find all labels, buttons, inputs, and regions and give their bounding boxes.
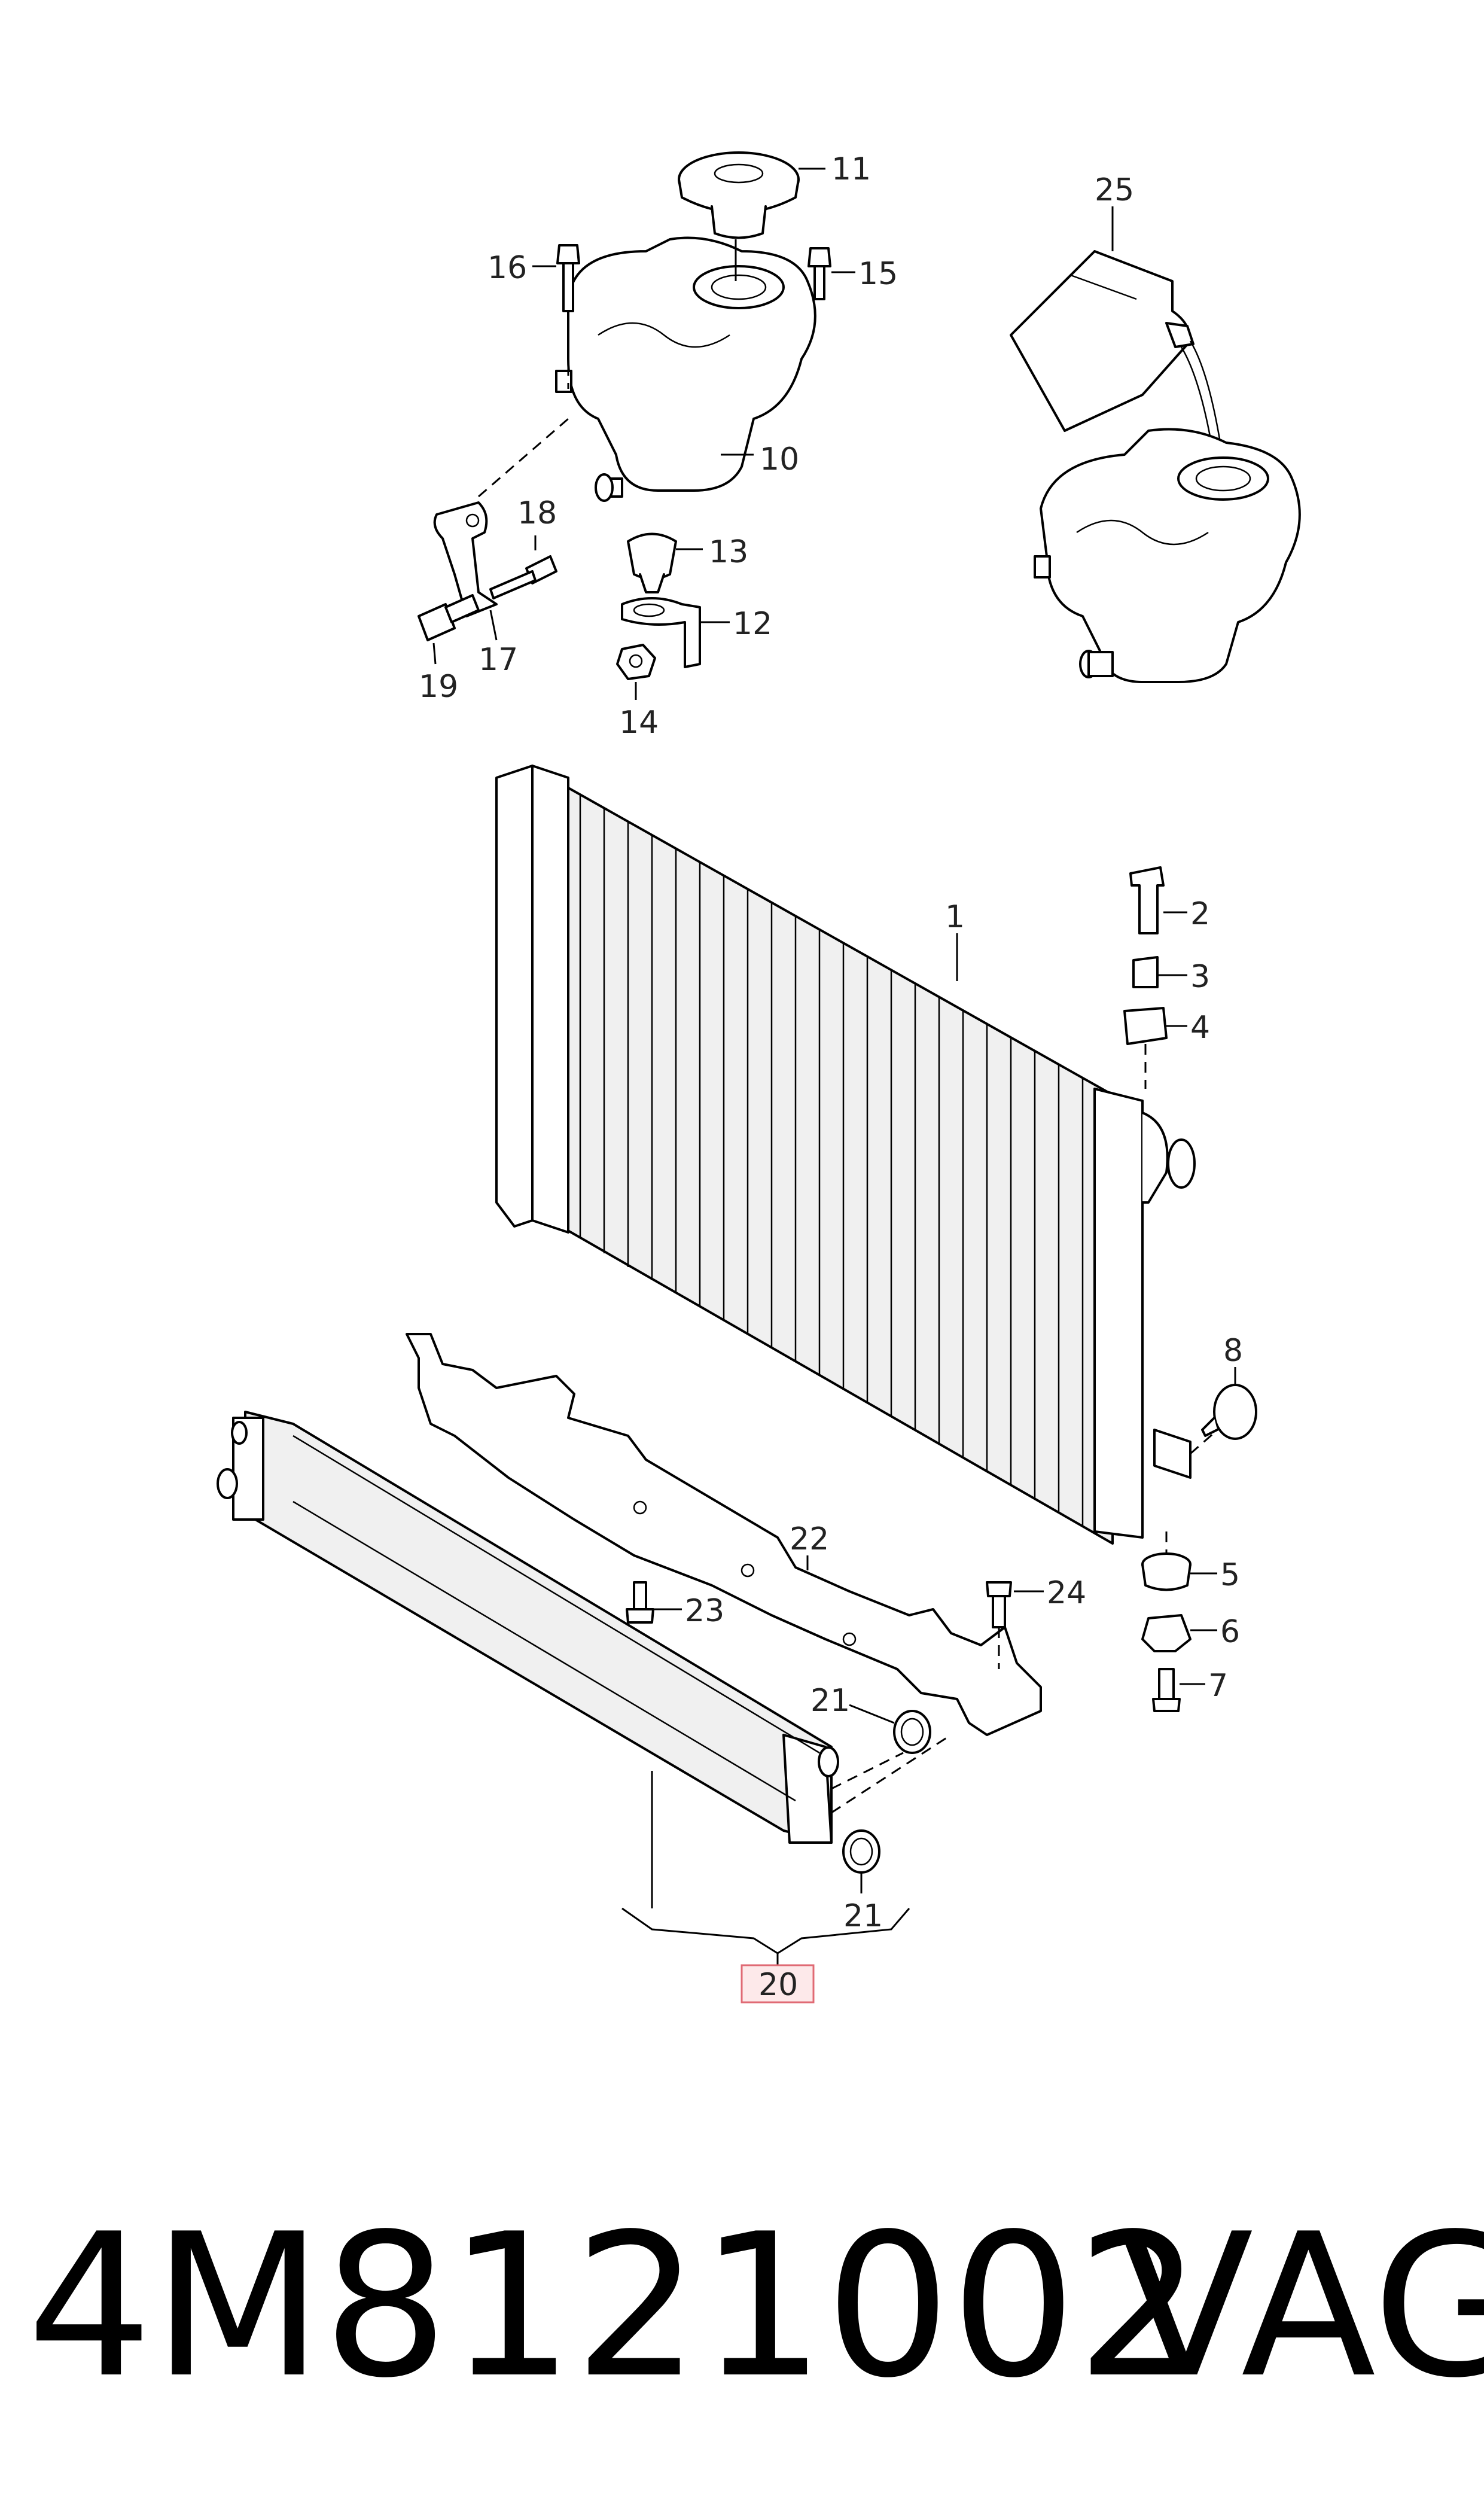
bushing-6[interactable] <box>1141 1614 1192 1652</box>
callout-18: 18 <box>517 495 557 531</box>
bolt-16[interactable] <box>556 244 580 312</box>
callout-7: 7 <box>1208 1668 1228 1704</box>
callout-20: 20 <box>758 1967 798 2003</box>
callout-21-lower: 21 <box>843 1898 883 1934</box>
callout-16: 16 <box>487 250 527 286</box>
part-number: 4M8121002 <box>27 2191 1202 2421</box>
bolt-15[interactable] <box>807 247 831 300</box>
callout-5: 5 <box>1220 1557 1240 1593</box>
callout-2: 2 <box>1190 896 1210 932</box>
nut-14[interactable] <box>616 644 656 680</box>
callout-22: 22 <box>790 1521 829 1557</box>
support-bracket-22[interactable] <box>406 1333 1042 1736</box>
callout-3: 3 <box>1190 959 1210 995</box>
assembly-bracket-20 <box>621 1771 910 1965</box>
callout-6: 6 <box>1220 1614 1240 1650</box>
sleeve-3[interactable] <box>1132 956 1159 988</box>
callout-25: 25 <box>1095 172 1134 208</box>
callout-14: 14 <box>619 705 659 741</box>
callout-21-upper: 21 <box>810 1683 850 1719</box>
callout-23: 23 <box>685 1593 724 1629</box>
callout-10: 10 <box>760 442 799 477</box>
bracket-12[interactable] <box>621 597 701 668</box>
bolt-23[interactable] <box>626 1581 654 1624</box>
radiator-fins <box>579 796 1084 1527</box>
callout-24: 24 <box>1047 1575 1086 1611</box>
coolant-bottle-25[interactable] <box>1010 250 1221 443</box>
radiator[interactable] <box>495 765 1196 1545</box>
pin-2[interactable] <box>1129 866 1165 934</box>
bolt-18[interactable] <box>489 555 557 599</box>
brand-name: VAG <box>1119 2191 1484 2421</box>
expansion-tank-fill-view <box>1034 428 1301 683</box>
auxiliary-cooler[interactable] <box>217 1411 839 1844</box>
callout-1: 1 <box>945 899 965 935</box>
callout-8: 8 <box>1223 1333 1243 1369</box>
bracket-17[interactable] <box>433 501 498 617</box>
callout-4: 4 <box>1190 1010 1210 1046</box>
expansion-tank[interactable] <box>555 236 816 502</box>
callout-19: 19 <box>419 669 458 705</box>
coolant-cap[interactable] <box>678 151 800 239</box>
rubber-mount-13[interactable] <box>627 532 677 593</box>
callout-13: 13 <box>709 534 748 570</box>
bolt-24[interactable] <box>986 1581 1012 1628</box>
grommet-4[interactable] <box>1123 1007 1168 1045</box>
callout-12: 12 <box>733 606 772 642</box>
callout-15: 15 <box>858 256 898 292</box>
grommet-5[interactable] <box>1141 1552 1192 1591</box>
bolt-19[interactable] <box>418 594 480 641</box>
callout-17: 17 <box>479 642 518 678</box>
callout-11: 11 <box>831 151 871 187</box>
bolt-7[interactable] <box>1152 1668 1181 1712</box>
grommet-8[interactable] <box>1201 1384 1257 1440</box>
grommet-21-upper[interactable] <box>893 1710 931 1754</box>
callout-20-highlight[interactable]: 20 <box>741 1964 815 2004</box>
grommet-21-lower[interactable] <box>842 1829 880 1874</box>
